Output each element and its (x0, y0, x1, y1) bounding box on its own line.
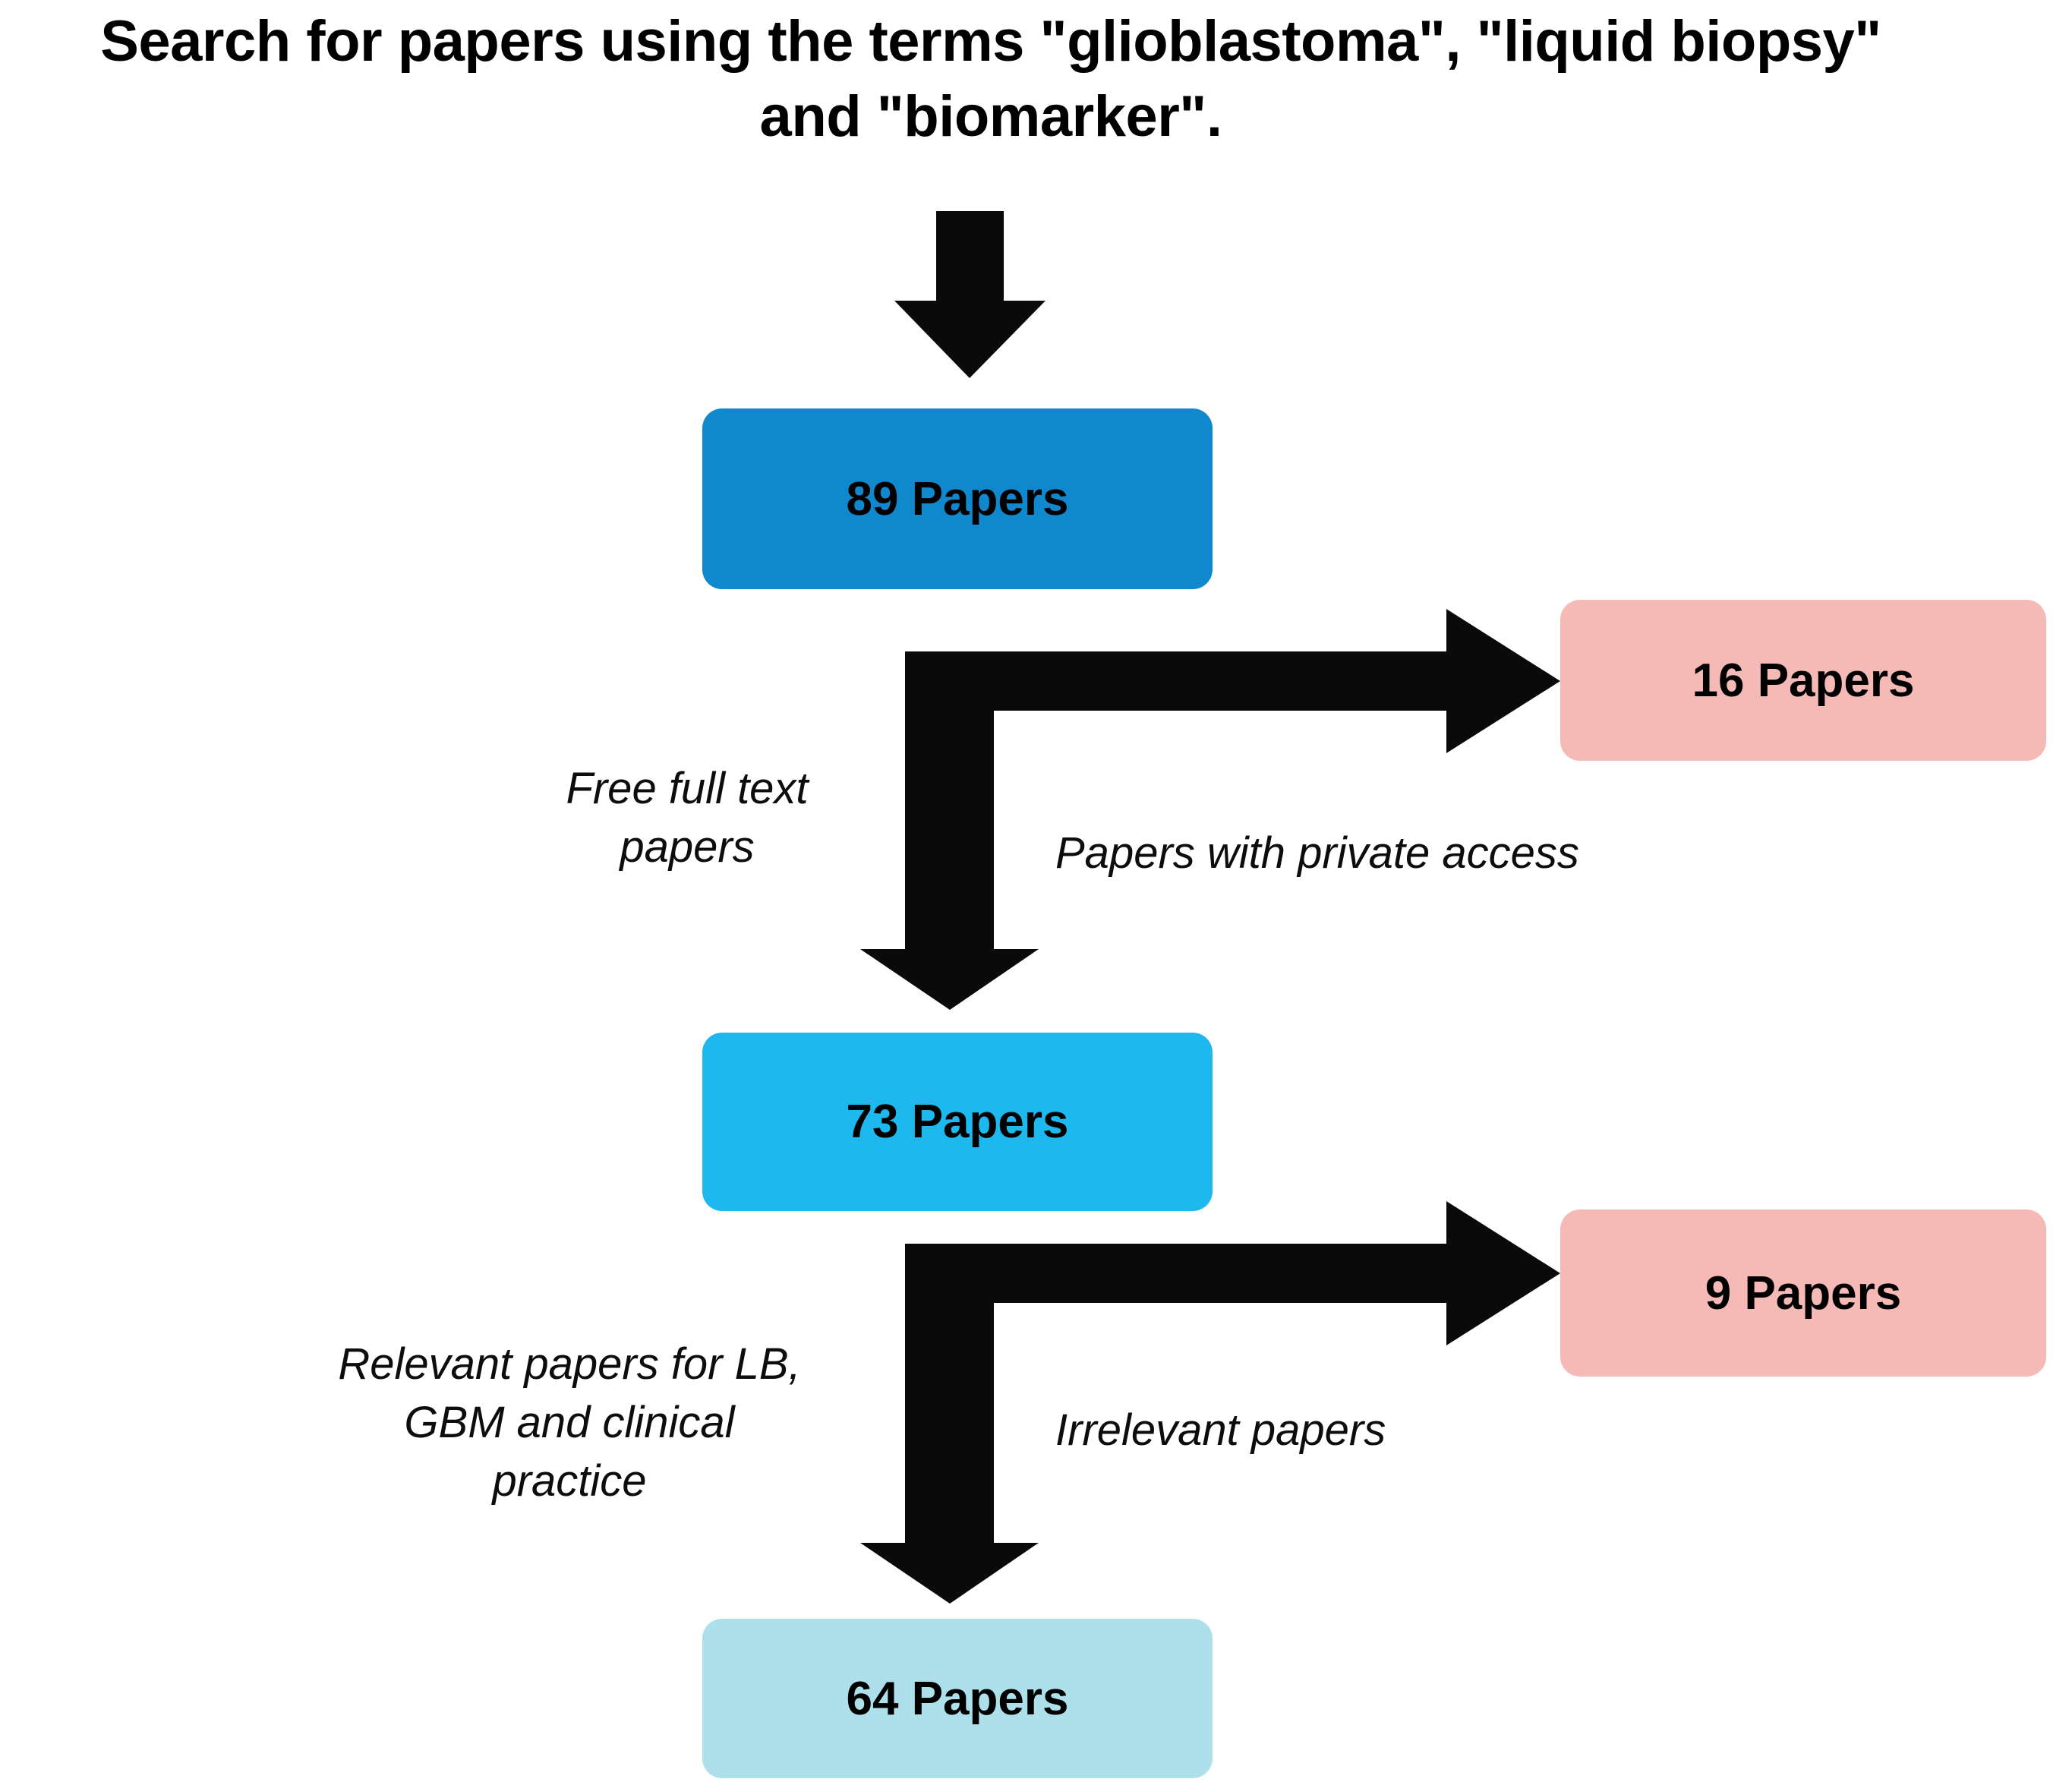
edge-label-free-full-text-papers: Free full text papers (566, 764, 809, 872)
node-papers-9[interactable]: 9 Papers (1560, 1210, 2046, 1377)
arrow-right-shaft-89-to-16 (905, 651, 1467, 711)
page-title-line-2: and "biomarker". (759, 84, 1222, 149)
node-papers-89[interactable]: 89 Papers (702, 408, 1213, 589)
node-label-papers-64: 64 Papers (846, 1672, 1069, 1725)
arrow-right-head-89-to-16 (1446, 609, 1560, 753)
edge-label-irrelevant-papers: Irrelevant papers (1055, 1405, 1386, 1455)
node-label-papers-9: 9 Papers (1705, 1266, 1902, 1320)
page-title-line-1: Search for papers using the terms "gliob… (100, 9, 1881, 74)
arrow-right-icon-89-to-16 (905, 651, 1549, 706)
node-papers-64[interactable]: 64 Papers (702, 1619, 1213, 1778)
edge-label-relevant-papers-lb-gbm: Relevant papers for LB, GBM and clinical… (338, 1339, 801, 1506)
node-papers-16[interactable]: 16 Papers (1560, 600, 2046, 761)
node-label-papers-16: 16 Papers (1692, 654, 1915, 707)
node-label-papers-89: 89 Papers (846, 472, 1069, 525)
arrow-down-icon-search-to-89 (894, 211, 1045, 378)
arrow-right-head-73-to-9 (1446, 1201, 1560, 1345)
node-label-papers-73: 73 Papers (846, 1096, 1069, 1148)
arrow-down-icon-89-to-73 (860, 651, 1039, 1010)
page-title: Search for papers using the terms "gliob… (15, 5, 1966, 155)
edge-label-papers-with-private-access: Papers with private access (1055, 828, 1579, 878)
arrow-right-shaft-73-to-9 (905, 1244, 1467, 1303)
node-papers-73[interactable]: 73 Papers (702, 1033, 1213, 1211)
